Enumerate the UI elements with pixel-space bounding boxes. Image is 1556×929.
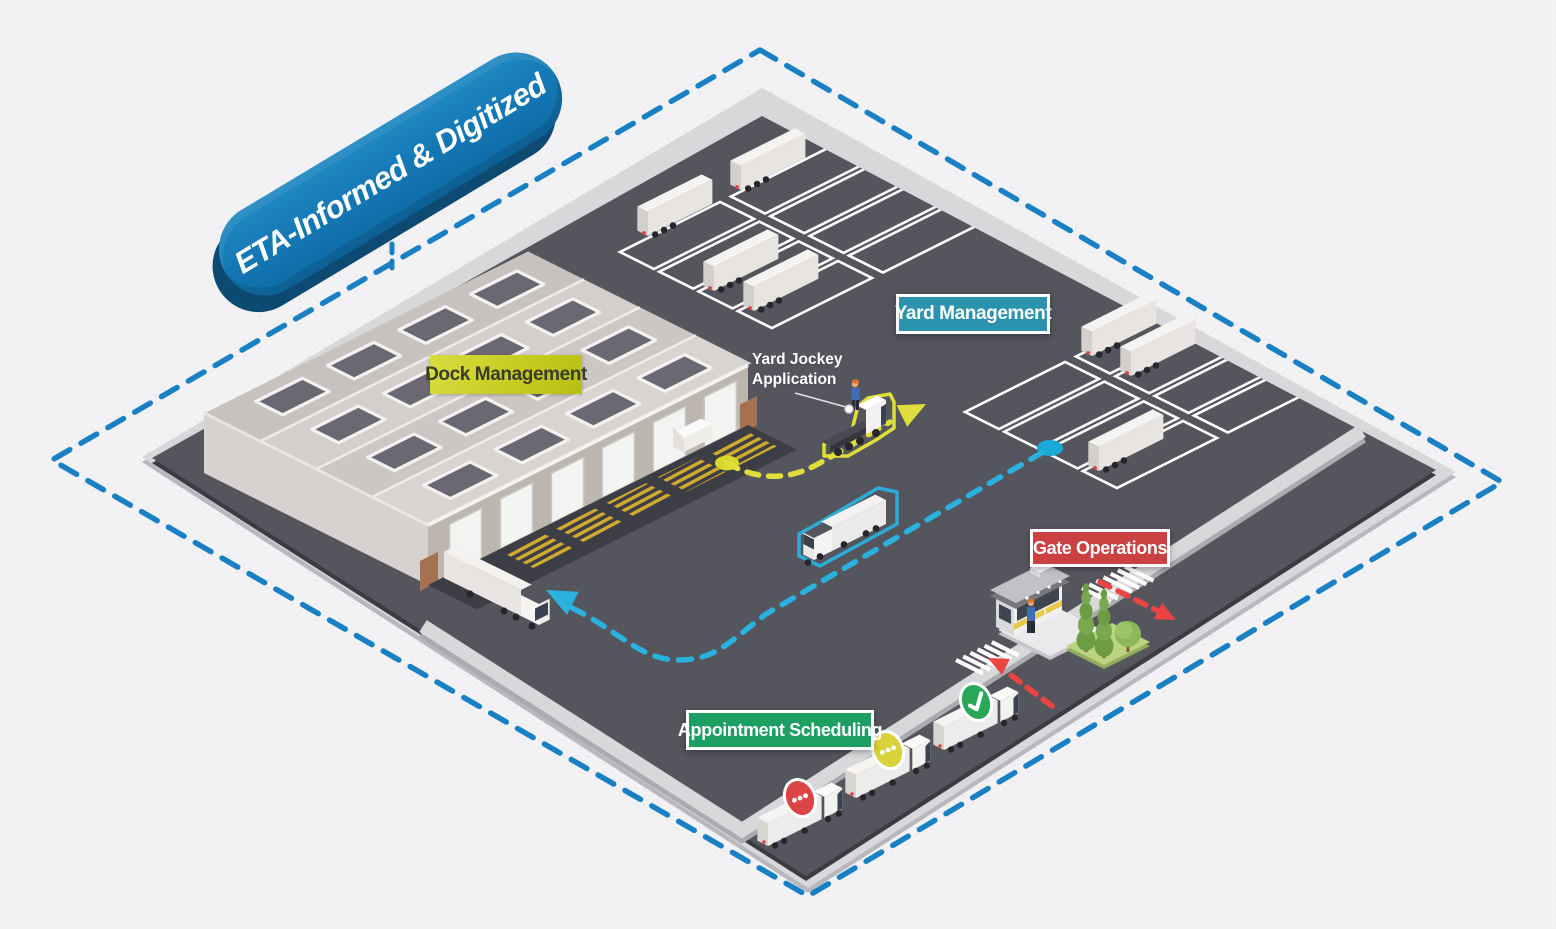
- yard-management-label: Yard Management: [895, 294, 1052, 334]
- parked-trailers: [637, 128, 1196, 473]
- yard-jockey-tractor: [822, 392, 896, 458]
- appointment-status-bubble-waiting: [782, 778, 818, 818]
- appointment-status-bubble-in-review: [870, 730, 906, 770]
- dock-pad-hatch: [555, 508, 624, 543]
- gate-operations-label: Gate Operations: [1030, 529, 1170, 567]
- jockey-route-yellow: [715, 379, 926, 479]
- parked-trailer: [1120, 314, 1196, 378]
- yard-jockey-line1: Yard Jockey: [752, 351, 843, 368]
- skylight: [580, 325, 658, 365]
- parked-trailer: [1088, 409, 1164, 473]
- dock-door: [601, 430, 636, 500]
- skylight: [493, 424, 571, 465]
- skylight: [437, 396, 515, 437]
- skylight: [468, 269, 546, 310]
- inbound-truck-highlighted: [797, 486, 899, 568]
- yard-route-blue: [546, 445, 1053, 663]
- dock-pad-hatch: [504, 534, 573, 568]
- gate-trees: [1066, 583, 1150, 669]
- parked-trailer: [637, 174, 713, 238]
- appointment-status-bubble-confirmed: [958, 682, 994, 722]
- appointment-scheduling-label: Appointment Scheduling: [678, 710, 882, 750]
- truck-queue: [757, 682, 1019, 849]
- crosswalk-inbound: [955, 640, 1020, 676]
- dock-apron: [428, 418, 797, 630]
- parked-trailer: [1081, 294, 1157, 358]
- parked-trailer: [703, 229, 779, 293]
- yard-jockey-line2: Application: [752, 370, 837, 388]
- skylight: [421, 460, 499, 501]
- skylight: [397, 305, 474, 345]
- skylight: [254, 376, 331, 417]
- gate-area: [955, 561, 1176, 709]
- parked-trailer: [743, 249, 819, 313]
- yard-jockey-application-label: Yard Jockey Application: [752, 350, 842, 389]
- dock-management-label: Dock Management: [425, 355, 587, 394]
- gate-house: [990, 561, 1102, 660]
- skylight: [524, 297, 602, 338]
- dock-door: [550, 455, 585, 525]
- parked-trailer: [730, 128, 806, 192]
- docked-truck: [444, 546, 550, 630]
- dock-door: [499, 481, 534, 551]
- skylight: [366, 432, 443, 473]
- dock-pad-hatch: [606, 483, 675, 518]
- skylight: [636, 353, 714, 393]
- skylight: [325, 340, 403, 381]
- gate-route-red: [988, 579, 1176, 709]
- yard-worker: [851, 379, 860, 410]
- dock-pad-hatch: [657, 457, 726, 492]
- skylight: [310, 404, 387, 445]
- skylight: [564, 388, 642, 429]
